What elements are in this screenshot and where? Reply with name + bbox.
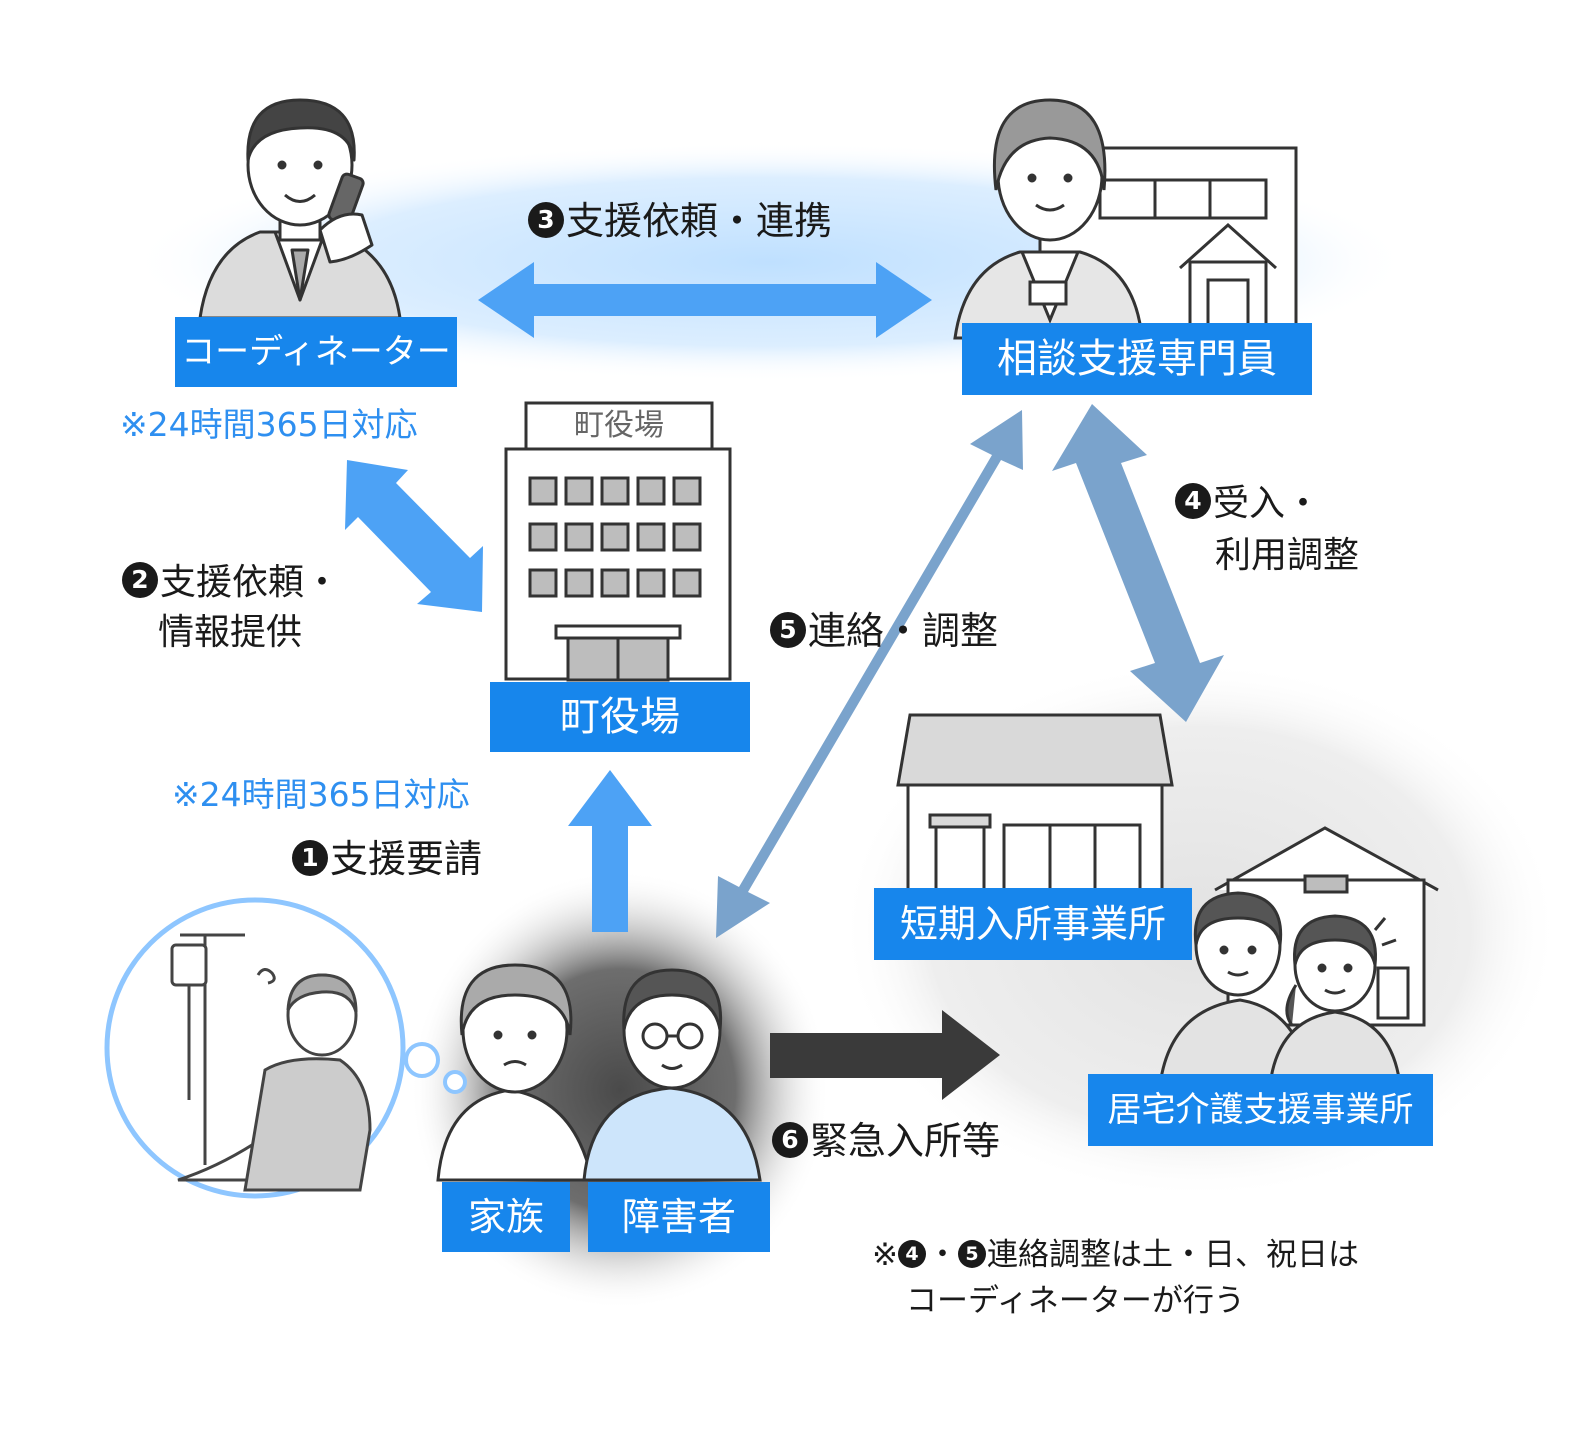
step-1-text: 支援要請 (330, 837, 483, 881)
step-2-text-line2: 情報提供 (158, 612, 303, 653)
arrow-3-double (478, 262, 932, 338)
step-4-number: 4 (1175, 483, 1211, 519)
arrow-2-double (345, 460, 483, 612)
step-4-text: 受入・ (1213, 483, 1322, 524)
step-3-number: 3 (528, 201, 564, 238)
counselor-label: 相談支援専門員 (962, 323, 1312, 395)
counselor-figure-icon (953, 98, 1144, 340)
footnote-line2: コーディネーターが行う (906, 1283, 1245, 1319)
arrow-4-double (1052, 404, 1224, 722)
footnote-num-a: 4 (897, 1239, 926, 1268)
step-2-text: 支援依頼・ (160, 562, 341, 603)
footnote-num-b: 5 (957, 1239, 986, 1268)
town-hall-building-icon (504, 401, 732, 682)
disabled-person-figure-icon (582, 968, 762, 1182)
coordinator-label: コーディネーター (175, 317, 457, 387)
coordinator-figure-icon (198, 98, 402, 320)
step-5-number: 5 (770, 611, 806, 648)
step-6-number: 6 (772, 1121, 808, 1158)
footnote-dot: ・ (926, 1237, 958, 1273)
arrow-6-right (770, 1010, 1000, 1100)
arrow-5-double (716, 410, 1023, 938)
family-figure-icon (436, 963, 594, 1182)
patient-figure-icon (170, 933, 372, 1192)
step-6-text: 緊急入所等 (810, 1119, 1001, 1163)
short-stay-label: 短期入所事業所 (874, 888, 1192, 960)
town-hall-label: 町役場 (490, 682, 750, 752)
coordinator-24h-note: ※24時間365日対応 (120, 405, 418, 444)
family-label: 家族 (442, 1182, 570, 1252)
footnote-prefix: ※ (872, 1237, 898, 1273)
caregivers-figure-icon (1158, 891, 1402, 1087)
step-4-text-line2: 利用調整 (1215, 535, 1360, 576)
step-1-number: 1 (292, 839, 328, 876)
step-5-text: 連絡・調整 (808, 609, 999, 653)
step-2-number: 2 (122, 562, 158, 598)
short-stay-building-icon (896, 713, 1174, 895)
town-hall-sign: 町役場 (574, 408, 664, 443)
home-care-label: 居宅介護支援事業所 (1088, 1074, 1433, 1146)
town-hall-24h-note: ※24時間365日対応 (172, 775, 470, 814)
footnote-line1: 連絡調整は土・日、祝日は (986, 1237, 1359, 1273)
step-3-text: 支援依頼・連携 (566, 199, 833, 243)
disabled-person-label: 障害者 (588, 1182, 770, 1252)
arrow-1-up (568, 770, 652, 932)
